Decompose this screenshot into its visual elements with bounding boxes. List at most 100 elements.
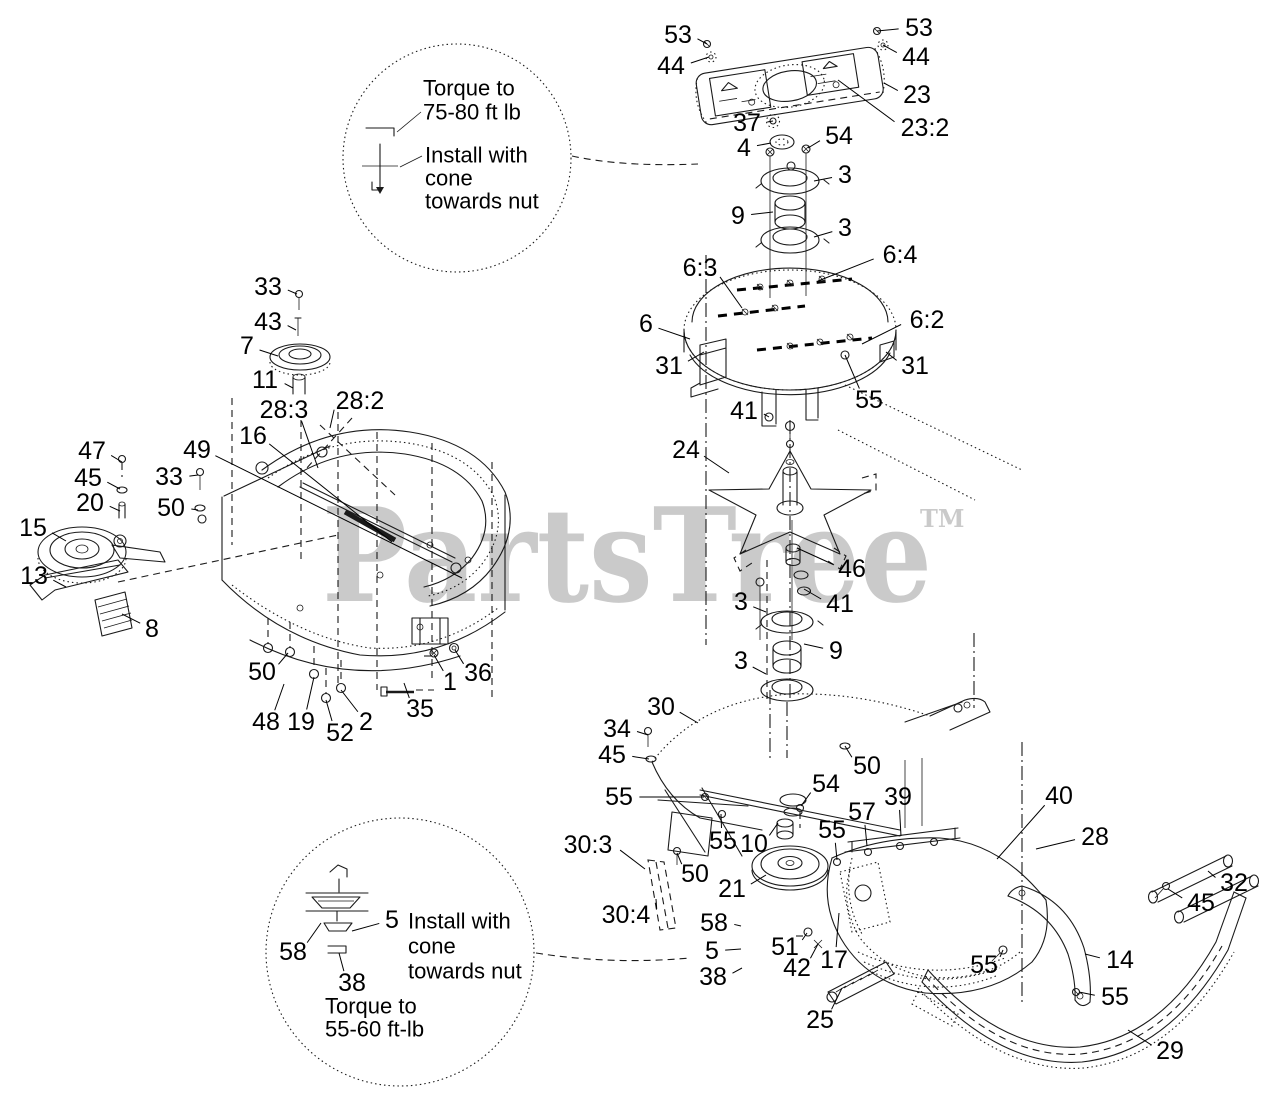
- part-label-10: 10: [740, 830, 768, 858]
- leader-line: [864, 824, 868, 847]
- part-label-33: 33: [155, 463, 183, 491]
- leader-line: [697, 38, 708, 45]
- part-label-15: 15: [19, 514, 47, 542]
- part-label-37: 37: [733, 109, 761, 137]
- leader-line: [274, 683, 285, 711]
- leader-line: [703, 455, 730, 474]
- leader-line: [751, 211, 774, 216]
- leader-line: [287, 289, 298, 295]
- leader-line: [835, 912, 840, 948]
- leader-line: [796, 547, 834, 565]
- leader-line: [306, 922, 322, 943]
- bolt-diagram-icon: [362, 127, 398, 194]
- leader-line: [1084, 953, 1101, 959]
- leader-line: [259, 349, 279, 357]
- part-label-6-4: 6:4: [883, 241, 918, 269]
- part-label-13: 13: [20, 562, 48, 590]
- leader-line: [655, 898, 658, 909]
- part-label-2: 2: [359, 708, 373, 736]
- leader-line: [690, 56, 710, 64]
- part-label-17: 17: [820, 946, 848, 974]
- part-label-20: 20: [76, 489, 104, 517]
- pulley-stack-icon: [305, 864, 369, 954]
- part-label-24: 24: [672, 436, 700, 464]
- discharge-housing-assembly: [796, 758, 1081, 1027]
- leader-line: [899, 809, 902, 837]
- leader-line: [734, 923, 742, 927]
- leader-line: [679, 711, 699, 724]
- leader-line: [110, 455, 123, 463]
- leader-line: [1167, 888, 1183, 899]
- note-line-install-top: Install with: [425, 143, 528, 168]
- part-label-53: 53: [905, 14, 933, 42]
- leader-line: [278, 652, 289, 665]
- leader-line: [750, 874, 767, 885]
- leader-line: [51, 532, 67, 542]
- leader-line: [732, 967, 743, 974]
- part-label-5: 5: [385, 906, 399, 934]
- screw-glyphs: [702, 26, 889, 63]
- control-plate-assembly: [695, 26, 889, 126]
- part-label-38: 38: [699, 963, 727, 991]
- note-line-install-top: cone: [425, 166, 473, 191]
- part-label-44: 44: [902, 43, 930, 71]
- part-label-58: 58: [279, 938, 307, 966]
- watermark-tm: TM: [920, 504, 964, 533]
- leader-line: [876, 28, 899, 32]
- part-label-28-3: 28:3: [260, 396, 309, 424]
- leader-line: [191, 508, 199, 511]
- part-label-45: 45: [1187, 889, 1215, 917]
- part-label-45: 45: [598, 741, 626, 769]
- part-label-43: 43: [254, 308, 282, 336]
- cover-screw-cluster: [741, 275, 854, 350]
- part-label-9: 9: [829, 637, 843, 665]
- fan-blade: [708, 450, 877, 572]
- part-label-30-3: 30:3: [564, 831, 613, 859]
- part-label-49: 49: [183, 436, 211, 464]
- leader-line: [834, 842, 838, 861]
- leader-line: [687, 351, 705, 362]
- part-label-55: 55: [605, 783, 633, 811]
- leader-line: [1035, 839, 1076, 850]
- leader-line: [109, 505, 121, 512]
- leader-line: [1207, 870, 1216, 878]
- leader-line: [885, 351, 897, 361]
- part-label-31: 31: [901, 352, 929, 380]
- part-label-50: 50: [681, 860, 709, 888]
- part-label-30: 30: [647, 693, 675, 721]
- part-label-19: 19: [287, 708, 315, 736]
- leader-line: [107, 481, 121, 490]
- leader-line: [803, 643, 824, 649]
- part-label-42: 42: [783, 954, 811, 982]
- part-label-45: 45: [74, 464, 102, 492]
- leader-line: [817, 258, 874, 282]
- note-line-install-top: towards nut: [425, 189, 539, 214]
- leader-line: [676, 852, 683, 865]
- leader-line: [831, 987, 843, 1010]
- part-label-53: 53: [664, 21, 692, 49]
- leader-line: [807, 140, 821, 149]
- part-label-55: 55: [970, 951, 998, 979]
- part-label-35: 35: [406, 695, 434, 723]
- leader-line: [351, 922, 380, 932]
- discharge-tubes: [917, 854, 1260, 1069]
- part-label-44: 44: [657, 52, 685, 80]
- watermark-text: PartsTree: [322, 479, 932, 632]
- note-line-install-bottom: Install with: [408, 909, 511, 934]
- leader-line: [844, 354, 860, 389]
- leader-line: [999, 949, 1004, 958]
- leader-line: [768, 822, 779, 836]
- leader-line: [763, 413, 770, 418]
- leader-line: [996, 804, 1046, 860]
- part-label-30-4: 30:4: [602, 901, 651, 929]
- leader-line: [340, 689, 359, 713]
- leader-line: [433, 654, 444, 672]
- leader-line: [883, 82, 899, 91]
- part-label-38: 38: [338, 969, 366, 997]
- part-label-50: 50: [853, 752, 881, 780]
- part-label-50: 50: [248, 658, 276, 686]
- spindle-stack-lower: [755, 520, 824, 758]
